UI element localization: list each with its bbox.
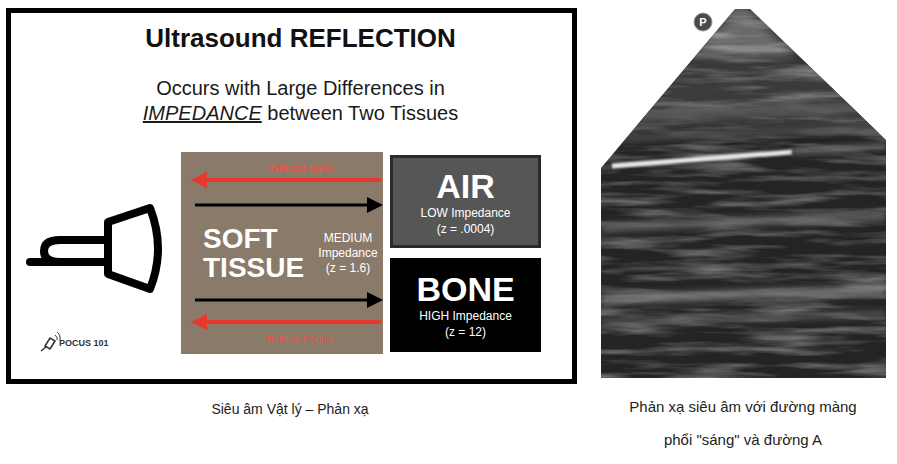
word: between <box>267 102 343 124</box>
logo-waves <box>55 332 60 341</box>
subtitle: Occurs with Large Differences in IMPEDAN… <box>116 76 486 126</box>
arrow-head <box>367 197 383 213</box>
medium-box: AIRLOW Impedance (z = .0004) <box>390 155 541 248</box>
tissue-band <box>601 128 886 140</box>
medium-name: BONE <box>416 270 514 308</box>
logo-cable <box>41 347 46 351</box>
signal-arrow <box>191 314 381 330</box>
probe-cable-tail <box>30 258 60 266</box>
arrow-shaft <box>205 320 381 324</box>
probe-head <box>108 208 158 289</box>
caption: Siêu âm Vật lý – Phản xạ <box>211 401 368 417</box>
title: Ultrasound REFLECTION <box>29 23 572 54</box>
arrow-shaft <box>195 299 369 302</box>
tissue-name: SOFT TISSUE <box>203 224 309 282</box>
logo-probe <box>45 338 55 349</box>
ultrasound-fan <box>601 9 886 378</box>
signal-arrow <box>191 172 381 188</box>
word: Large <box>266 77 317 99</box>
caption: Phản xạ siêu âm với đường màng phổi "sán… <box>618 390 868 456</box>
impedance-value: MEDIUM Impedance (z = 1.6) <box>315 231 381 276</box>
word: in <box>429 77 445 99</box>
impedance-value: LOW Impedance (z = .0004) <box>418 205 514 237</box>
pleural-line-faint <box>792 146 886 152</box>
a-line <box>601 314 886 322</box>
word: Differences <box>323 77 424 99</box>
arrow-head <box>191 314 207 330</box>
a-line <box>601 216 886 228</box>
orientation-marker-text: P <box>699 16 706 28</box>
arrow-shaft <box>195 204 369 207</box>
word: Occurs <box>156 77 219 99</box>
diagram-frame: Ultrasound REFLECTION Occurs with Large D… <box>6 8 577 384</box>
medium-box: BONEHIGH Impedance (z = 12) <box>390 258 541 352</box>
tissue-band <box>601 106 886 118</box>
logo-text: POCUS 101 <box>59 338 109 348</box>
word: Tissues <box>390 102 458 124</box>
arrow-head <box>191 172 207 188</box>
signal-arrow <box>195 197 383 213</box>
tissue-box: SOFT TISSUEMEDIUM Impedance (z = 1.6) <box>181 152 383 354</box>
word: with <box>225 77 261 99</box>
impedance-value: HIGH Impedance (z = 12) <box>418 308 514 340</box>
probe-icon <box>30 208 158 289</box>
orientation-marker <box>694 13 712 31</box>
pleural-line <box>612 152 792 166</box>
a-line <box>601 290 886 300</box>
arrow-head <box>367 292 383 308</box>
arrow-shaft <box>205 178 381 182</box>
medium-name: AIR <box>436 167 495 205</box>
ultrasound-image <box>601 8 886 379</box>
signal-arrow <box>195 292 383 308</box>
word: IMPEDANCE <box>143 102 262 124</box>
logo-icon <box>41 332 60 351</box>
ultrasound-texture <box>601 8 886 379</box>
speckle-noise <box>601 8 886 379</box>
word: Two <box>348 102 385 124</box>
